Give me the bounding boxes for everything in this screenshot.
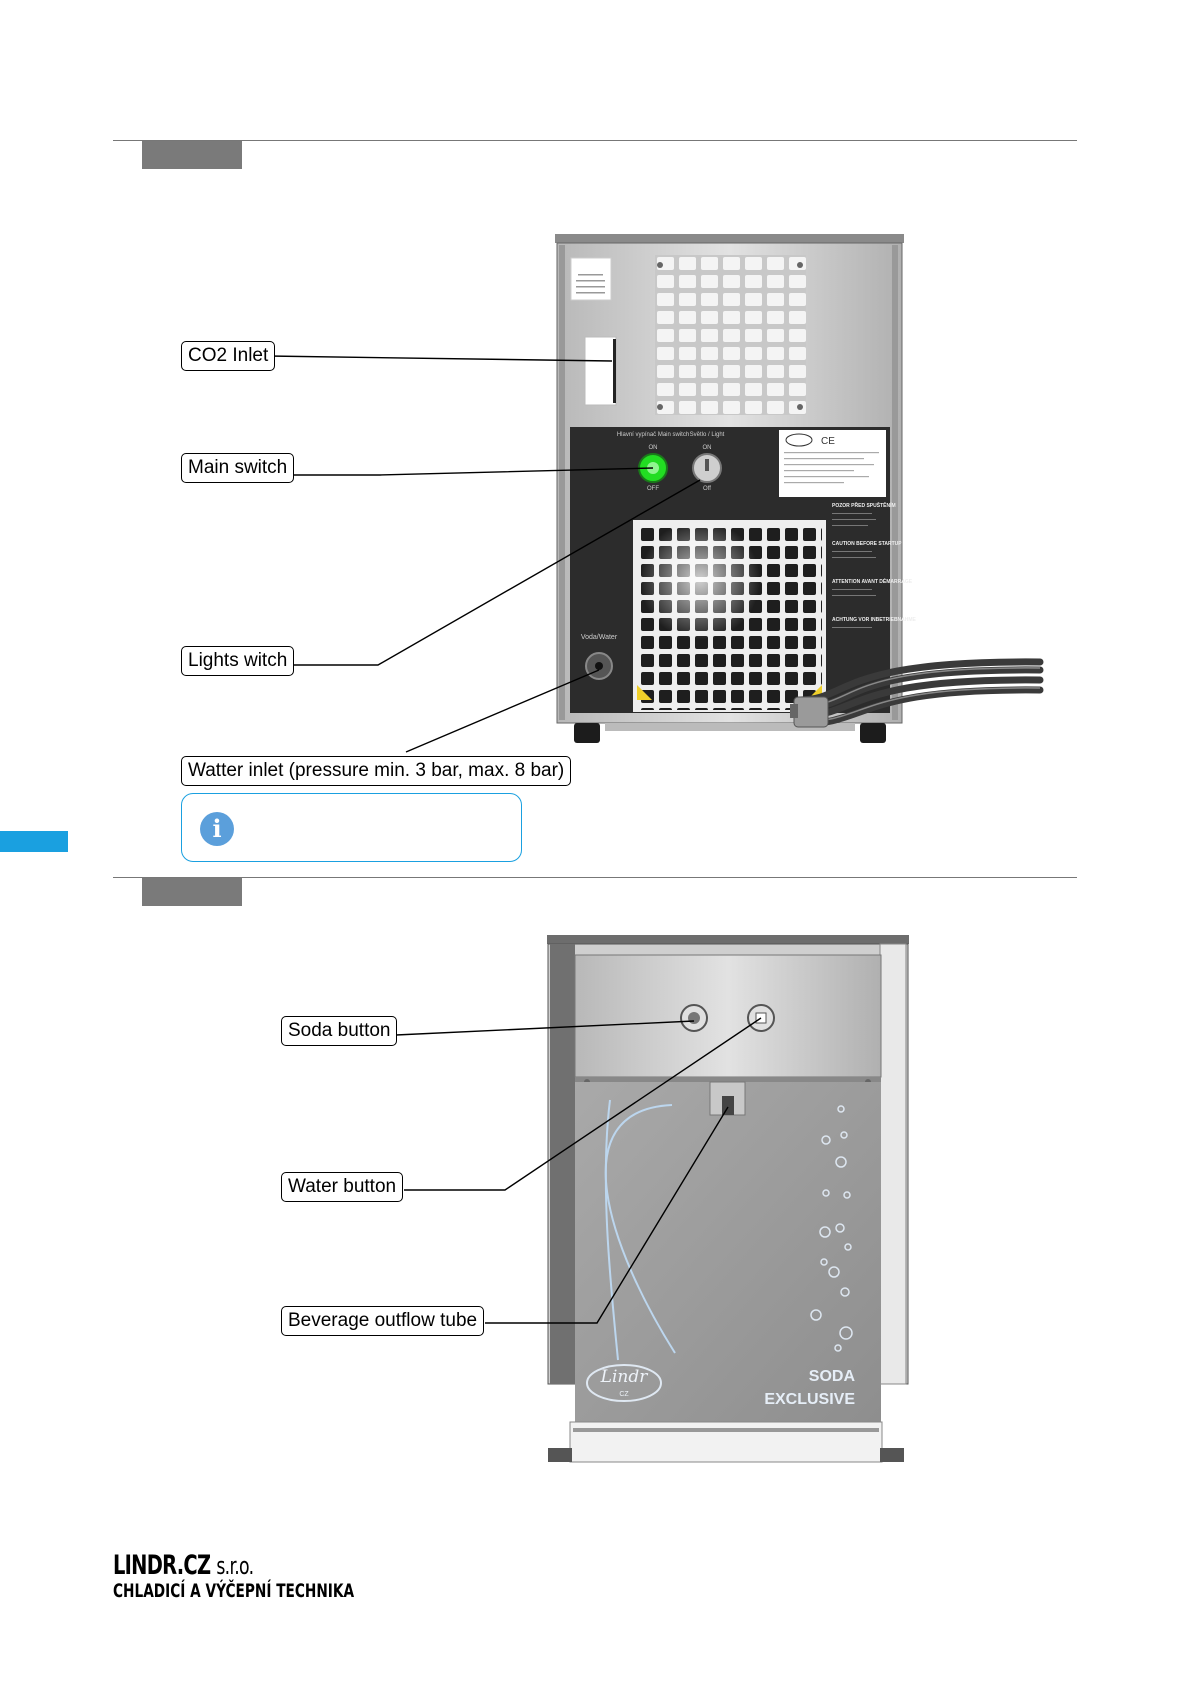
callout-main-switch: Main switch: [181, 453, 295, 483]
panel-label-switch-on: ON: [649, 445, 658, 451]
callout-light-switch: Lights witch: [181, 646, 295, 676]
panel-label-light-off: Off: [703, 486, 711, 492]
leader-lines-fig1: [267, 355, 701, 753]
callout-water-button: Water button: [281, 1172, 404, 1202]
leader-lines-fig2: [395, 1017, 762, 1324]
warning-cz: POZOR PŘED SPUŠTĚNÍM: [832, 501, 896, 509]
svg-text:CE: CE: [821, 436, 835, 447]
product-name-line2: EXCLUSIVE: [764, 1391, 855, 1408]
callout-outflow-tube: Beverage outflow tube: [281, 1306, 485, 1336]
footer-company-name: LINDR.CZ: [113, 1550, 211, 1581]
footer-company: LINDR.CZ s.r.o.: [113, 1550, 254, 1581]
footer-company-suffix: s.r.o.: [216, 1552, 254, 1580]
info-icon: i: [200, 812, 234, 846]
section-rule-top: [113, 140, 1077, 141]
panel-label-switch-off: OFF: [647, 486, 659, 492]
callout-co2-inlet: CO2 Inlet: [181, 341, 276, 371]
warning-de: ACHTUNG VOR INBETRIEBNAHME: [832, 617, 917, 623]
footer-tagline: CHLADICÍ A VÝČEPNÍ TECHNIKA: [113, 1580, 355, 1602]
logo-text: Lindr: [600, 1367, 649, 1387]
panel-label-water: Voda/Water: [581, 634, 618, 641]
product-name-line1: SODA: [809, 1368, 856, 1385]
chapter-side-tab: [0, 831, 68, 852]
front-view-drawing: Lindr CZ SODA EXCLUSIVE: [547, 935, 909, 1463]
panel-label-light: Světlo / Light: [690, 432, 725, 438]
callout-soda-button: Soda button: [281, 1016, 398, 1046]
section-rule-middle: [113, 877, 1077, 878]
panel-label-main-switch: Hlavní vypínač Main switch: [617, 432, 689, 438]
panel-label-light-on: ON: [703, 445, 712, 451]
warning-fr: ATTENTION AVANT DÉMARRAGE: [832, 577, 913, 585]
section-tab-top: [142, 141, 242, 169]
section-tab-middle: [142, 878, 242, 906]
warning-en: CAUTION BEFORE STARTUP: [832, 541, 902, 547]
callout-water-inlet: Watter inlet (pressure min. 3 bar, max. …: [181, 756, 572, 786]
info-note-box: i: [181, 793, 522, 862]
rear-view-drawing: Hlavní vypínač Main switch ON OFF Světlo…: [555, 234, 1044, 743]
logo-subtext: CZ: [619, 1391, 629, 1398]
